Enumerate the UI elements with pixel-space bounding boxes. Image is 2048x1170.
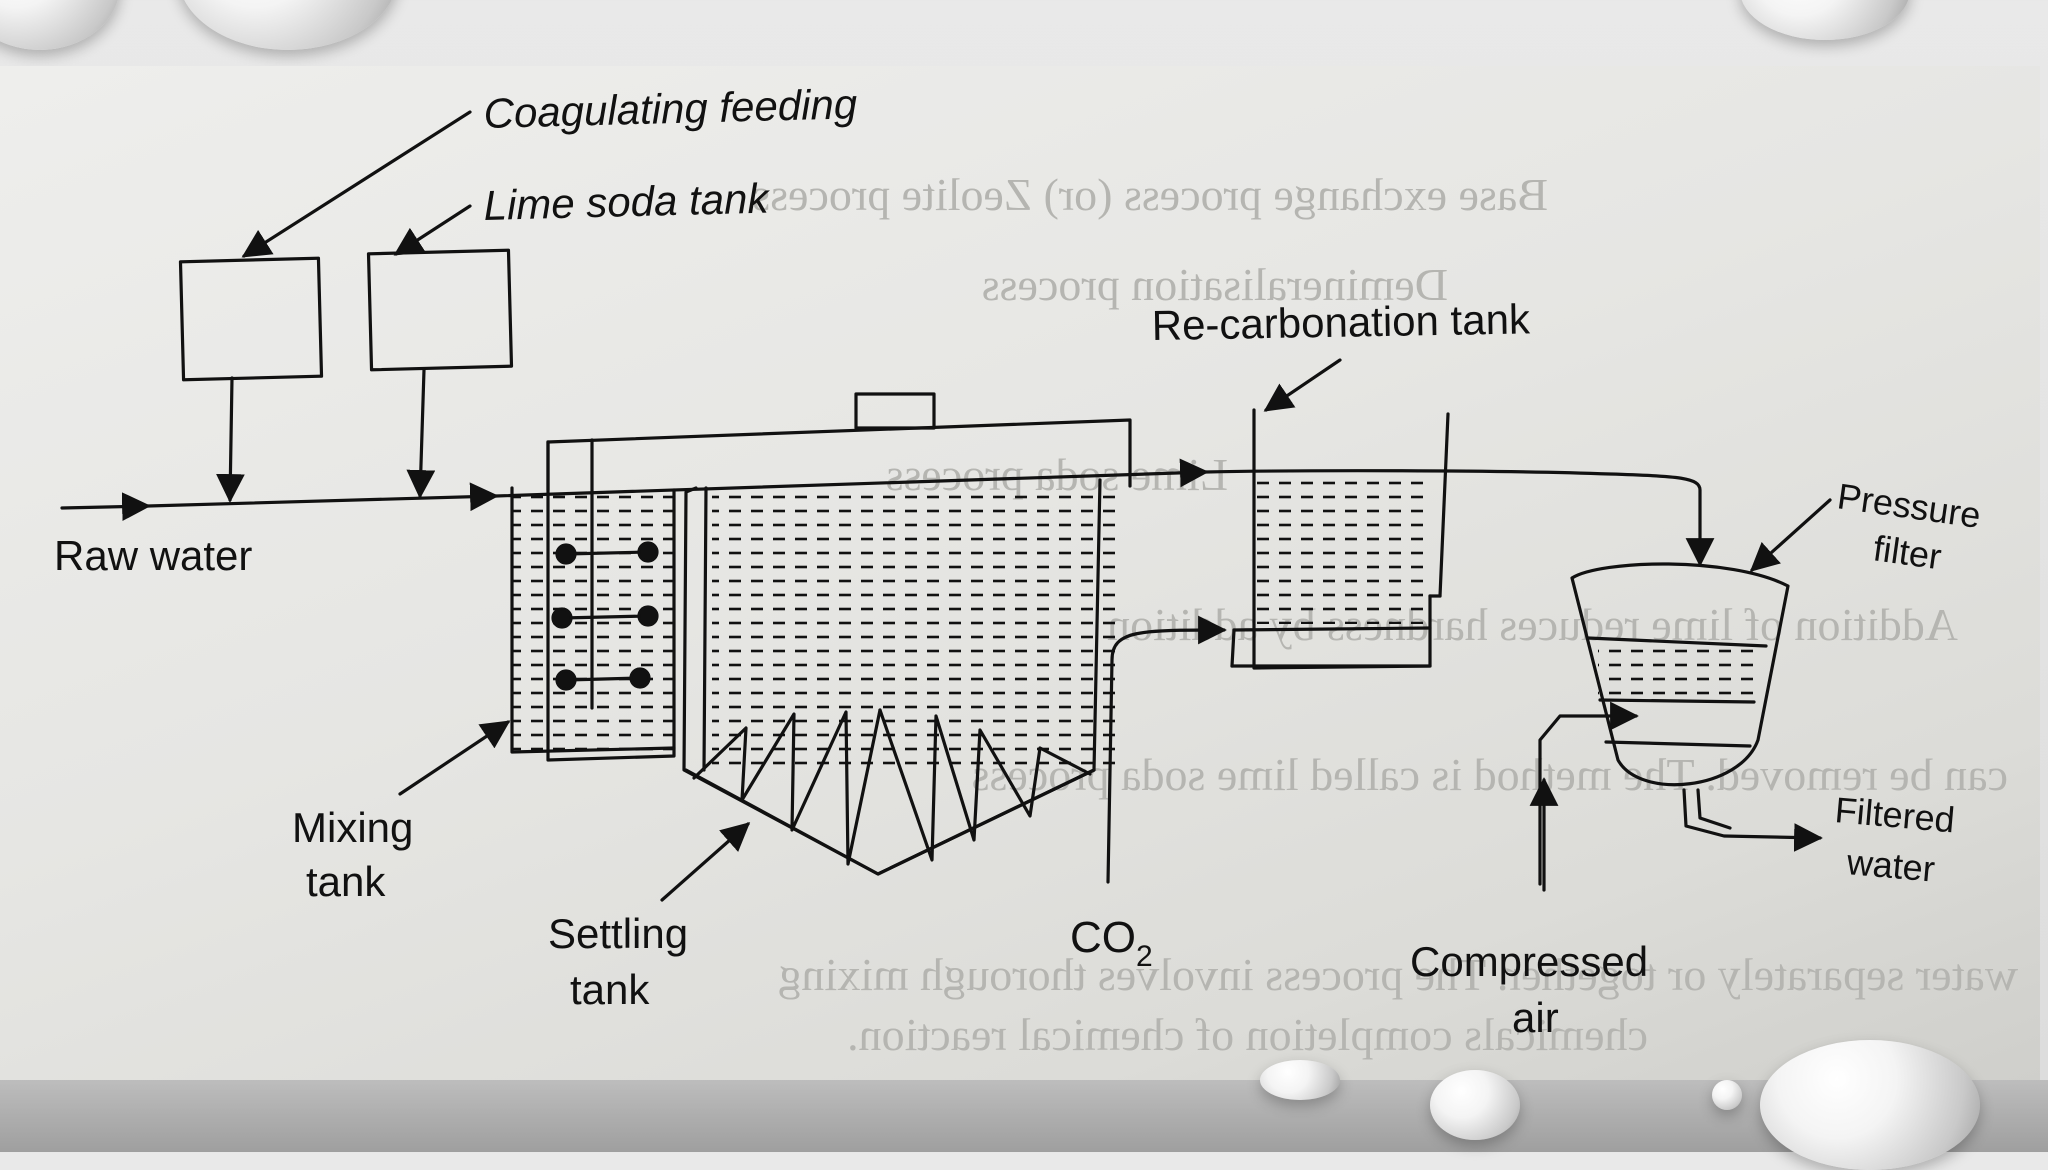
label-pressure-filter-2: filter — [1871, 527, 1944, 577]
label-raw-water: Raw water — [54, 532, 252, 579]
sludge-zigzag-left — [692, 708, 882, 866]
filter-bed-liquid — [1598, 646, 1758, 700]
label-co2-sub: 2 — [1136, 940, 1153, 973]
settling-tank-leader — [660, 822, 751, 902]
label-mixing-tank-2: tank — [306, 858, 386, 905]
pressure-filter-body — [1570, 562, 1790, 787]
label-lime-soda-tank: Lime soda tank — [483, 175, 771, 229]
water-droplet-bottom-1 — [1430, 1070, 1520, 1140]
ghost-line-1: Demineralisation process — [982, 259, 1448, 310]
diagram-labels: Coagulating feeding Lime soda tank Re-ca… — [54, 80, 1983, 1041]
lime-soda-feed-pipe — [406, 368, 436, 499]
ghost-line-6: water separately or together. The proces… — [778, 949, 2018, 1000]
filter-layer-3 — [1604, 740, 1752, 748]
ghost-line-7: chemicals completion of chemical reactio… — [847, 1009, 1648, 1060]
label-settling-tank-2: tank — [570, 966, 650, 1013]
mixing-tank-leader — [398, 720, 511, 796]
sludge-zigzag-right — [878, 708, 1092, 862]
label-coagulating-feeding: Coagulating feeding — [483, 80, 858, 137]
raw-water-pipe-2 — [146, 482, 499, 512]
label-compressed-air-1: Compressed — [1410, 938, 1648, 985]
water-droplet-bottom-4 — [1712, 1080, 1742, 1110]
bleed-through-text: Demineralisation process Base exchange p… — [752, 169, 2018, 1060]
co2-pipe — [1106, 615, 1227, 884]
settling-tank-liquid — [712, 486, 1122, 772]
label-co2: CO2 — [1070, 913, 1153, 973]
settling-tank-top — [546, 418, 1132, 488]
water-droplet-bottom-2 — [1260, 1060, 1340, 1100]
filtered-water-outlet — [1682, 788, 1823, 852]
raw-water-pipe-1 — [60, 492, 151, 521]
recarb-to-filter-pipe — [1204, 469, 1715, 567]
ghost-line-4: Addition of lime reduces hardness by add… — [1107, 599, 1958, 650]
label-pressure-filter-1: Pressure — [1835, 475, 1983, 536]
compressed-air-pipe — [1538, 701, 1639, 886]
label-mixing-tank-1: Mixing — [292, 804, 413, 851]
lime-soda-tank-box — [366, 248, 514, 372]
filter-layer-1 — [1586, 636, 1768, 648]
label-re-carbonation-tank: Re-carbonation tank — [1151, 295, 1531, 349]
settling-tank-cap — [854, 392, 936, 430]
label-co2-main: CO — [1070, 913, 1136, 962]
coagulating-leader — [241, 110, 472, 258]
recarbonation-tank-liquid — [1256, 476, 1428, 624]
ghost-line-2: Base exchange process (or) Zeolite proce… — [752, 169, 1548, 220]
label-filtered-water-2: water — [1844, 841, 1936, 890]
lime-soda-leader — [393, 204, 472, 256]
slide-bottom-band — [0, 1080, 2048, 1152]
coagulant-feed-pipe — [216, 376, 245, 503]
filter-layer-2 — [1598, 698, 1756, 704]
pressure-filter-leader — [1749, 498, 1832, 572]
label-settling-tank-1: Settling — [548, 910, 688, 957]
coagulating-feeding-box — [178, 256, 324, 382]
label-compressed-air-2: air — [1512, 994, 1559, 1041]
water-droplet-bottom-3 — [1760, 1040, 1980, 1170]
recarb-leader — [1263, 358, 1342, 412]
ghost-line-5: can be removed. The method is called lim… — [972, 749, 2008, 800]
